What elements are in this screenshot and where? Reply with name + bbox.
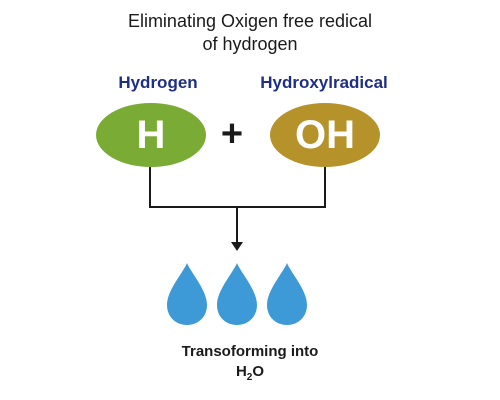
result-caption: Transoforming into H2O [0,342,500,388]
formula-subscript: 2 [246,372,253,383]
title-line-1: Eliminating Oxigen free redical [127,11,373,31]
water-drop-icon [167,263,207,325]
formula-suffix: O [252,363,265,380]
title-line-2: of hydrogen [202,34,298,54]
water-drop-icon [267,263,307,325]
plus-sign: + [220,113,244,155]
left-connector-line [149,167,237,208]
hydrogen-ellipse: H [96,103,206,167]
result-line-1: Transoforming into [181,343,319,360]
hydrogen-symbol: H [136,112,166,157]
hydroxyl-radical-label: Hydroxylradical [260,73,388,92]
formula-prefix: H [235,363,247,380]
down-arrow-head [231,242,243,251]
water-formula: H2O [0,362,500,388]
water-drop-icon [217,263,257,325]
hydroxyl-symbol: OH [295,112,355,157]
hydrogen-label: Hydrogen [118,73,198,92]
diagram-title: Eliminating Oxigen free redical of hydro… [0,10,500,56]
right-connector-line [237,167,326,208]
hydroxyl-ellipse: OH [270,103,380,167]
